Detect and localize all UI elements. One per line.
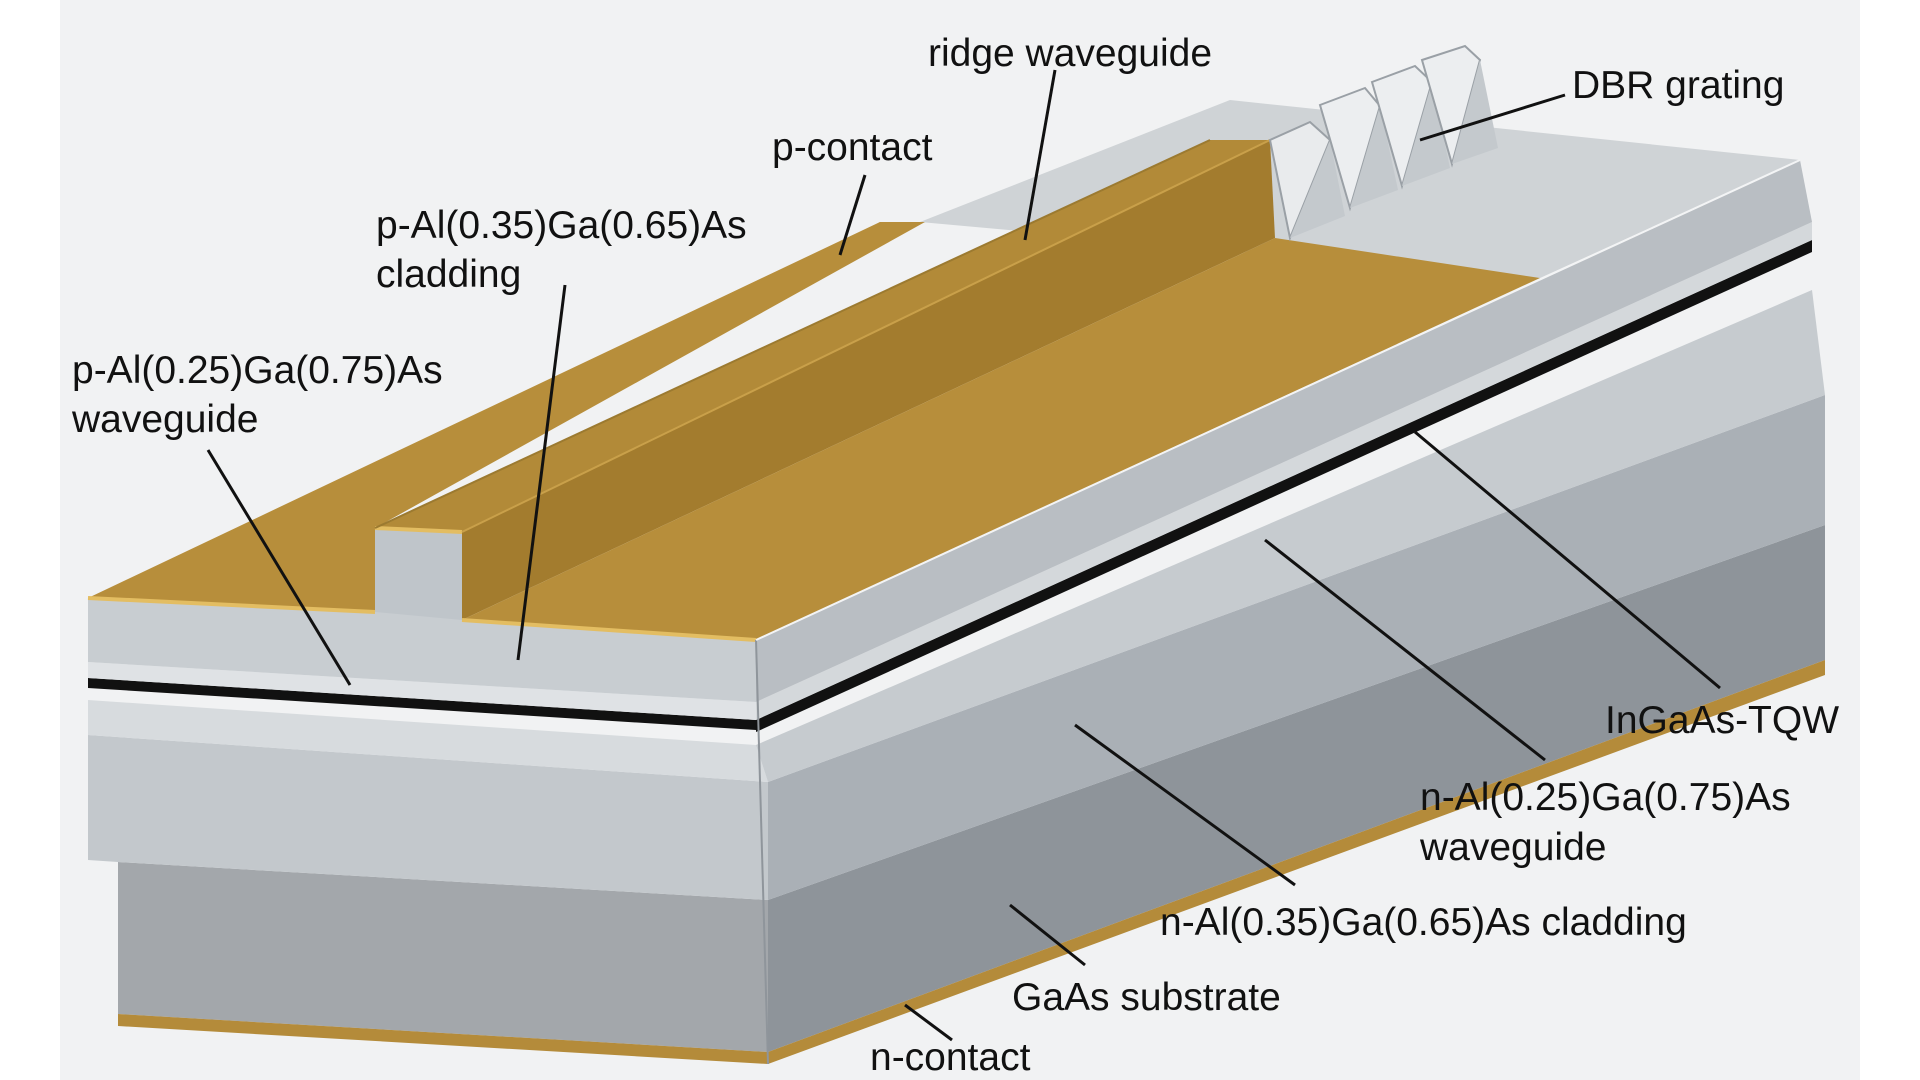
ridge-side-gold — [462, 140, 1275, 620]
ridge-top-gold — [375, 140, 1270, 532]
label-substrate: GaAs substrate — [1012, 976, 1281, 1019]
dbr-grating — [1268, 44, 1498, 242]
tqw-side-line — [756, 240, 1812, 732]
label-n-waveguide-line2: waveguide — [1419, 826, 1606, 869]
gold-edge-highlight-right — [461, 618, 757, 642]
leader-ingaas-tqw — [1414, 430, 1721, 690]
ridge-inner-line-2 — [461, 139, 1271, 533]
ridge-inner-line — [374, 139, 1211, 529]
dbr-tooth — [1290, 140, 1345, 238]
n-waveguide-side-face — [756, 290, 1825, 782]
leader-p-waveguide — [206, 449, 352, 686]
leader-n-cladding — [1074, 723, 1296, 887]
dbr-tooth — [1402, 82, 1450, 186]
tqw-front-line — [88, 678, 756, 730]
leader-substrate — [1009, 903, 1086, 967]
ridge-front-face — [375, 528, 462, 620]
label-n-waveguide-line1: n-Al(0.25)Ga(0.75)As — [1420, 776, 1791, 819]
substrate-side-face — [768, 525, 1825, 1052]
leader-ridge-waveguide — [1023, 69, 1057, 241]
label-n-contact: n-contact — [870, 1036, 1031, 1079]
dbr-tooth — [1350, 106, 1398, 208]
n-cladding-front-face — [88, 735, 768, 900]
n-cladding-side-face — [768, 395, 1825, 900]
label-p-waveguide-line1: p-Al(0.25)Ga(0.75)As — [72, 349, 443, 392]
label-p-cladding-line1: p-Al(0.35)Ga(0.65)As — [376, 204, 747, 247]
label-p-contact: p-contact — [772, 126, 933, 169]
leader-p-cladding — [516, 284, 567, 661]
label-ingaas-tqw: InGaAs-TQW — [1605, 699, 1839, 742]
edge-line-2 — [755, 159, 1801, 641]
dbr-tooth — [1452, 60, 1498, 164]
n-contact-front-strip — [118, 1014, 768, 1064]
leader-dbr-grating — [1419, 93, 1566, 142]
gold-edge-highlight — [87, 596, 376, 614]
label-p-cladding-line2: cladding — [376, 253, 521, 296]
leader-n-waveguide — [1264, 538, 1546, 762]
p-waveguide-side-face — [756, 222, 1812, 720]
leader-n-contact — [904, 1003, 953, 1042]
substrate-front-face — [118, 862, 768, 1052]
label-p-waveguide-line2: waveguide — [71, 398, 258, 441]
label-ridge-waveguide: ridge waveguide — [928, 32, 1212, 75]
n-contact-side-strip — [768, 660, 1825, 1064]
p-cladding-side-face — [756, 160, 1812, 702]
p-contact-left-top — [88, 222, 925, 612]
p-waveguide-front-face — [88, 662, 756, 720]
n-waveguide-front-face — [88, 700, 768, 782]
label-n-cladding: n-Al(0.35)Ga(0.65)As cladding — [1160, 901, 1687, 944]
ridge-edge-highlight — [374, 526, 463, 534]
edge-line — [755, 639, 769, 1065]
p-contact-right-plateau — [462, 238, 1540, 640]
leader-p-contact — [838, 174, 867, 256]
label-dbr-grating: DBR grating — [1572, 64, 1784, 107]
